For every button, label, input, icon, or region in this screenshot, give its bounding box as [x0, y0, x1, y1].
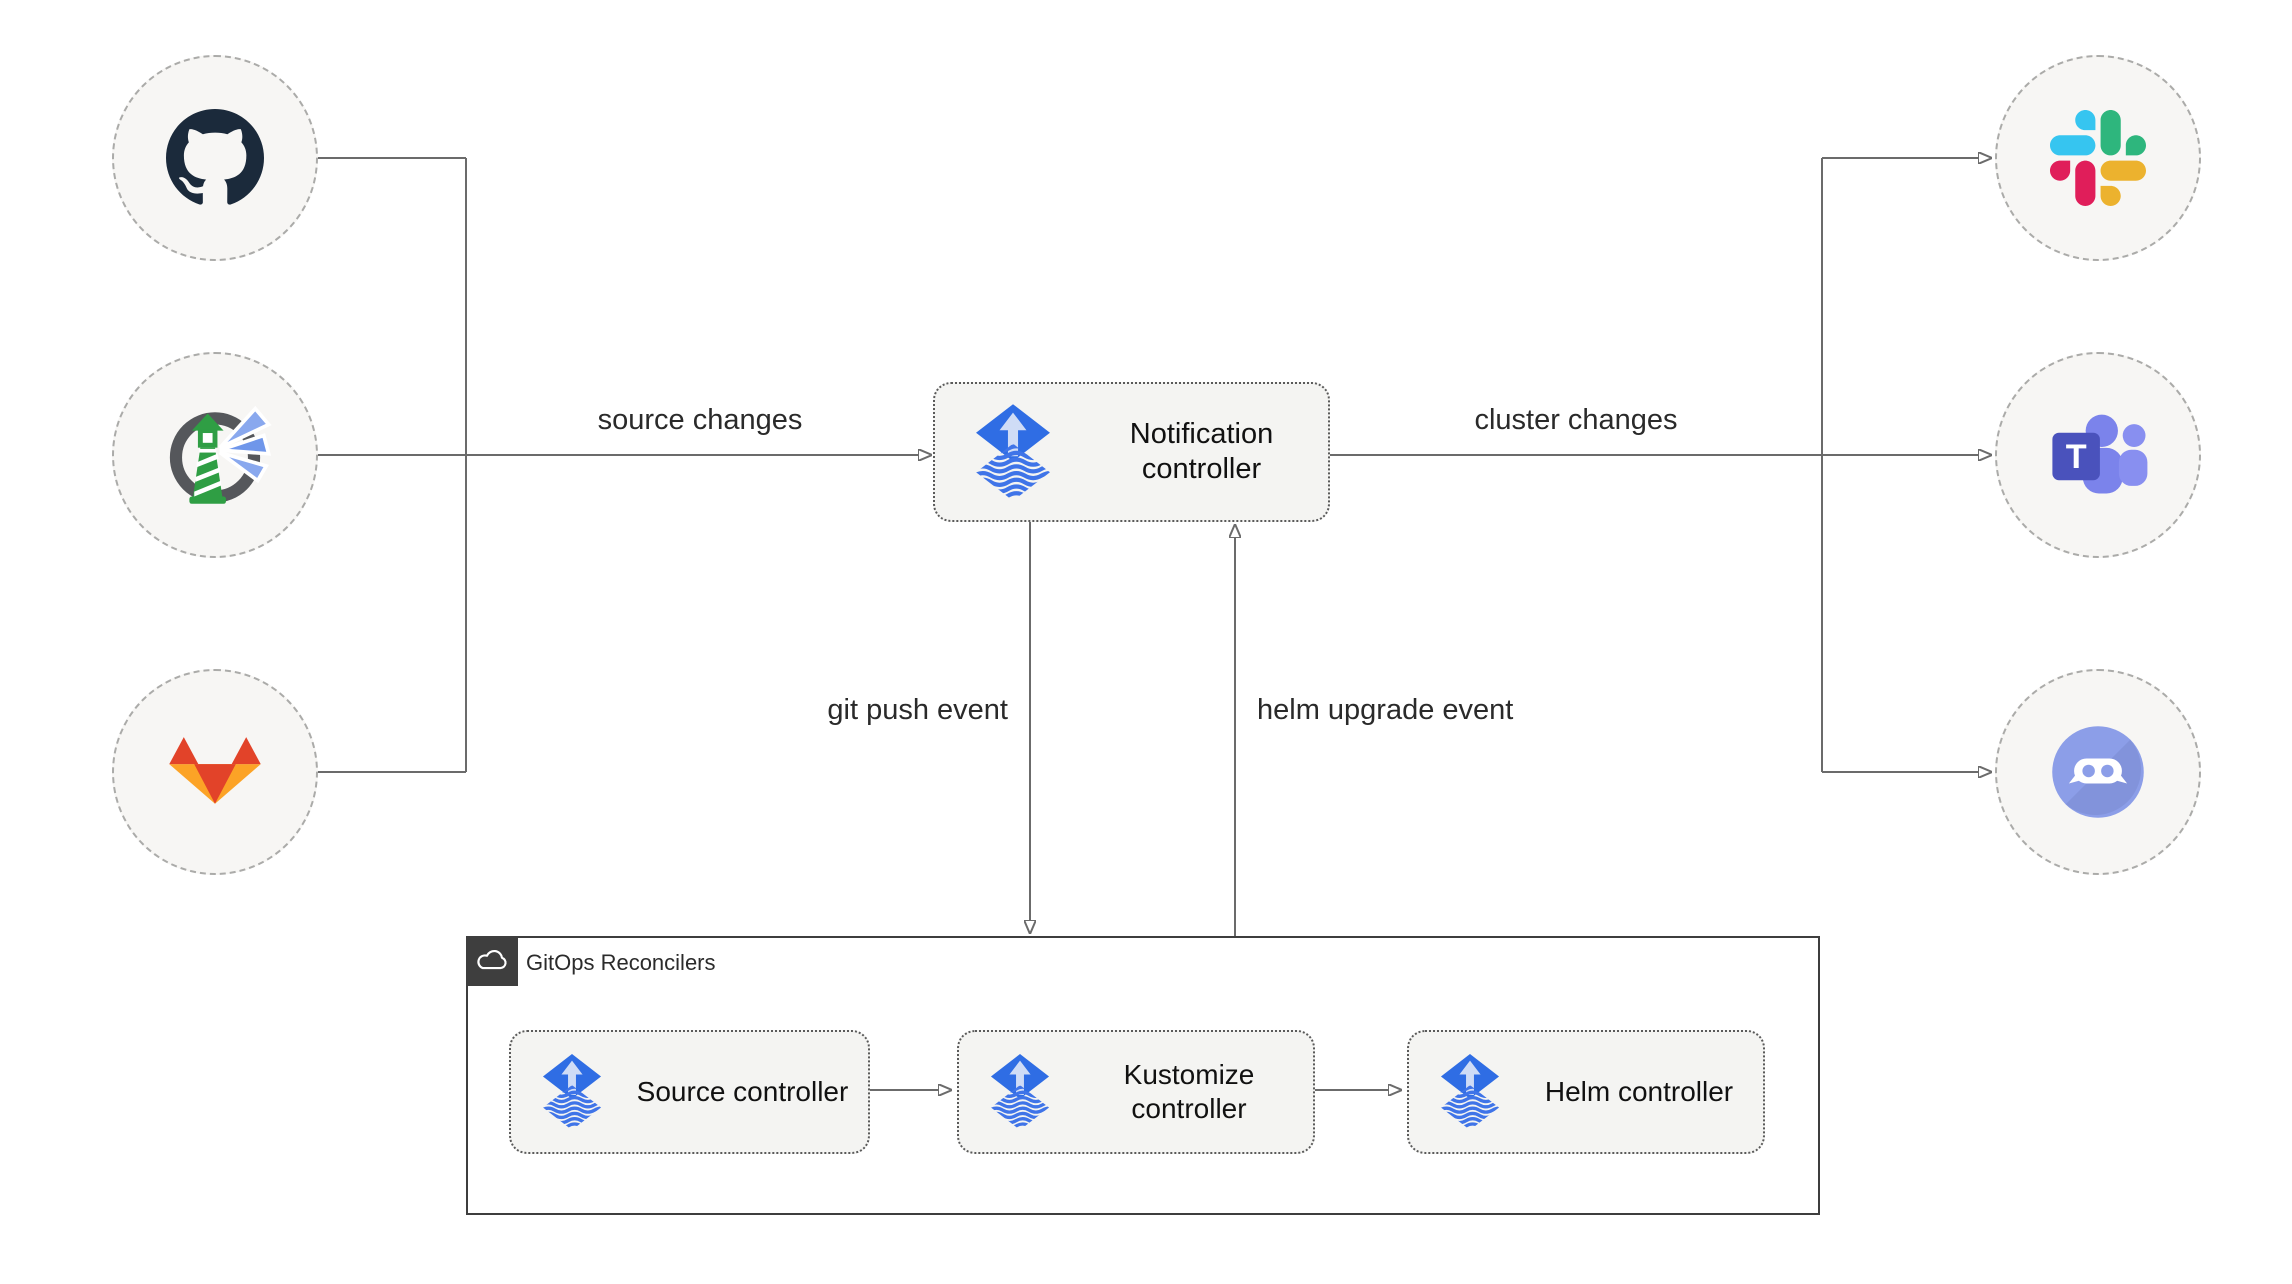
cloud-icon — [475, 948, 509, 974]
gitops-reconcilers-title: GitOps Reconcilers — [526, 950, 716, 975]
harbor-icon — [154, 394, 276, 516]
kustomize-controller-label: Kustomize controller — [1123, 1058, 1255, 1124]
edge-label-cluster-changes: cluster changes — [1474, 404, 1678, 436]
gitops-reconcilers-container: GitOps Reconcilers Source controller Kus… — [466, 936, 1820, 1215]
notification-controller-box: Notification controller — [933, 382, 1330, 522]
gitops-badge — [466, 936, 518, 986]
discord-icon — [2046, 720, 2150, 824]
source-node-github — [112, 55, 318, 261]
helm-controller-label: Helm controller — [1544, 1075, 1734, 1107]
edge-label-source-changes: source changes — [597, 404, 803, 436]
source-controller-label: Source controller — [636, 1075, 849, 1107]
notification-controller-label: Notification controller — [1129, 417, 1274, 485]
target-node-discord — [1995, 669, 2201, 875]
gitlab-icon — [163, 737, 267, 808]
edge-label-helm-upgrade-event: helm upgrade event — [1257, 694, 1514, 726]
flux-icon — [1437, 1054, 1503, 1130]
kustomize-controller-box: Kustomize controller — [957, 1030, 1315, 1154]
source-node-harbor — [112, 352, 318, 558]
flux-icon — [971, 404, 1055, 501]
teams-letter: T — [2066, 437, 2087, 475]
helm-controller-box: Helm controller — [1407, 1030, 1765, 1154]
target-node-slack — [1995, 55, 2201, 261]
source-node-gitlab — [112, 669, 318, 875]
flux-icon — [539, 1054, 605, 1130]
flux-icon — [987, 1054, 1053, 1130]
teams-icon: T — [2052, 414, 2148, 493]
source-controller-box: Source controller — [509, 1030, 870, 1154]
edge-label-git-push-event: git push event — [827, 694, 1008, 726]
github-icon — [166, 109, 264, 207]
slack-icon — [2050, 110, 2146, 206]
target-node-teams: T — [1995, 352, 2201, 558]
